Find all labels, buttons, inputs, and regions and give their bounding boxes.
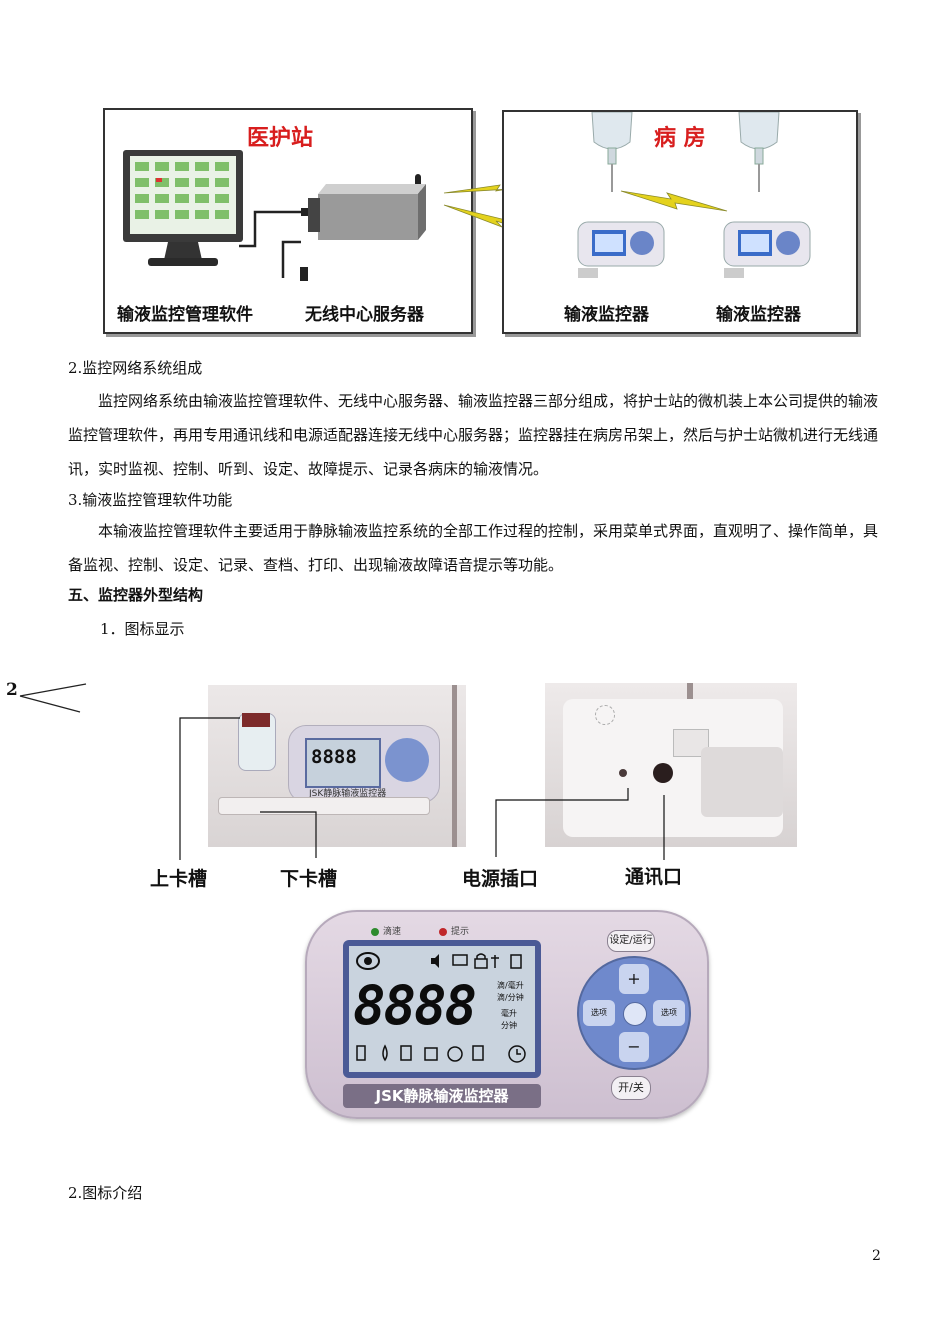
infusion-monitor-icon bbox=[577, 221, 665, 278]
select-right-button[interactable]: 选项 bbox=[653, 1000, 685, 1026]
section-5-subheading-1: 1．图标显示 bbox=[100, 620, 185, 638]
page-number: 2 bbox=[872, 1248, 881, 1264]
alert-indicator-led bbox=[439, 928, 447, 936]
device-front-photo: 8888 JSK静脉输液监控器 bbox=[208, 685, 466, 847]
power-port-hole bbox=[619, 769, 627, 777]
navigation-pad: + − 选项 选项 bbox=[577, 956, 691, 1070]
drip-chamber-cap bbox=[242, 713, 270, 727]
unit-drop-per-ml: 滴/毫升 bbox=[497, 981, 524, 990]
status-icons-bottom bbox=[356, 1044, 526, 1063]
mini-keypad-icon bbox=[385, 738, 429, 782]
software-label: 输液监控管理软件 bbox=[117, 305, 253, 325]
server-label: 无线中心服务器 bbox=[305, 305, 424, 325]
iv-bag-icon bbox=[591, 112, 633, 192]
label-lower-slot: 下卡槽 bbox=[280, 868, 338, 890]
wireless-signal-icon bbox=[620, 190, 728, 212]
infusion-monitor-icon bbox=[723, 221, 811, 278]
center-button[interactable] bbox=[623, 1002, 647, 1026]
connection-cable bbox=[239, 208, 311, 278]
label-comm-port: 通讯口 bbox=[625, 866, 683, 888]
minus-button[interactable]: − bbox=[619, 1032, 649, 1062]
device-panel: 滴速 提示 8888 滴/毫升 滴/分钟 毫升 分钟 bbox=[305, 910, 709, 1119]
unit-ml: 毫升 bbox=[501, 1009, 517, 1018]
set-run-button[interactable]: 设定/运行 bbox=[607, 930, 655, 952]
hanging-rod bbox=[452, 685, 457, 847]
alert-indicator-label: 提示 bbox=[451, 927, 470, 937]
plus-button-label: + bbox=[627, 969, 641, 988]
plus-button[interactable]: + bbox=[619, 964, 649, 994]
monitor-label-1: 输液监控器 bbox=[564, 305, 649, 325]
unit-drop-per-min: 滴/分钟 bbox=[497, 993, 524, 1002]
set-run-button-label: 设定/运行 bbox=[609, 935, 653, 946]
nurse-station-panel: 医护站 输液监控管理软件 无线中心服务器 bbox=[103, 108, 473, 334]
unit-minute: 分钟 bbox=[501, 1021, 517, 1030]
lcd-digits: 8888 bbox=[353, 974, 477, 1037]
lower-slot-groove bbox=[218, 797, 430, 815]
minus-button-label: − bbox=[627, 1037, 641, 1056]
section-5-heading: 五、监控器外型结构 bbox=[68, 586, 204, 604]
iv-bag-icon bbox=[738, 112, 780, 192]
status-icons-row bbox=[431, 953, 522, 969]
mini-lcd-digits: 8888 bbox=[311, 746, 357, 768]
section-5-subheading-2: 2.图标介绍 bbox=[68, 1184, 143, 1202]
section-3-body: 本输液监控管理软件主要适用于静脉输液监控系统的全部工作过程的控制，采用菜单式界面… bbox=[68, 522, 879, 574]
drip-indicator-label: 滴速 bbox=[383, 927, 402, 937]
monitor-label-2: 输液监控器 bbox=[716, 305, 801, 325]
power-button[interactable]: 开/关 bbox=[611, 1076, 651, 1100]
select-left-button[interactable]: 选项 bbox=[583, 1000, 615, 1026]
mini-monitor: 8888 JSK静脉输液监控器 bbox=[288, 725, 440, 803]
ward-title: 病 房 bbox=[654, 126, 706, 151]
margin-mark-lines bbox=[19, 683, 87, 713]
margin-mark: 2 bbox=[6, 680, 18, 700]
back-slot bbox=[701, 747, 783, 817]
callout-lines bbox=[179, 717, 665, 860]
lcd-display: 8888 滴/毫升 滴/分钟 毫升 分钟 bbox=[349, 946, 535, 1072]
mini-lcd: 8888 bbox=[305, 738, 381, 788]
device-back-photo bbox=[545, 683, 797, 847]
brand-text: JSK静脉输液监控器 bbox=[375, 1087, 509, 1105]
nurse-station-title: 医护站 bbox=[247, 126, 314, 151]
speaker-grille bbox=[595, 705, 615, 725]
select-right-label: 选项 bbox=[661, 1008, 677, 1017]
section-2-heading: 2.监控网络系统组成 bbox=[68, 359, 203, 377]
lcd-screen: 8888 滴/毫升 滴/分钟 毫升 分钟 bbox=[343, 940, 541, 1078]
drip-indicator-led bbox=[371, 928, 379, 936]
section-3-heading: 3.输液监控管理软件功能 bbox=[68, 491, 233, 509]
mini-brand: JSK静脉输液监控器 bbox=[309, 789, 387, 799]
select-left-label: 选项 bbox=[591, 1008, 607, 1017]
ward-panel: 病 房 输液监控器 输液监控器 bbox=[502, 110, 858, 334]
label-upper-slot: 上卡槽 bbox=[150, 868, 208, 890]
label-power-port: 电源插口 bbox=[462, 868, 539, 890]
power-button-label: 开/关 bbox=[618, 1081, 644, 1094]
wireless-server-icon bbox=[300, 174, 426, 281]
brand-label: JSK静脉输液监控器 bbox=[343, 1084, 541, 1108]
comm-port-hole bbox=[653, 763, 673, 783]
eye-logo-icon bbox=[356, 952, 380, 970]
section-2-body: 监控网络系统由输液监控管理软件、无线中心服务器、输液监控器三部分组成，将护士站的… bbox=[68, 392, 879, 478]
computer-monitor-icon bbox=[123, 150, 243, 266]
